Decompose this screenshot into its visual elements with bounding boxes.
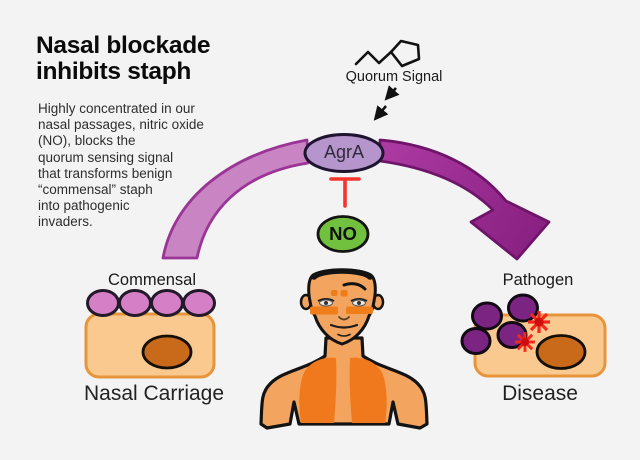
agra-node — [303, 133, 385, 173]
transformation-arrow-left — [161, 138, 310, 260]
signal-arrow-icon — [373, 85, 400, 121]
mouth — [329, 323, 359, 329]
lungs — [299, 357, 387, 423]
sinus-patches — [310, 290, 373, 315]
agra-label: AgrA — [323, 142, 365, 162]
commensal-cocci — [86, 289, 216, 317]
nose — [338, 316, 350, 321]
chin-line — [337, 333, 351, 337]
transformation-arrow-head — [378, 138, 551, 261]
no-label: NO — [329, 223, 357, 244]
cell-nucleus — [141, 334, 193, 370]
torso — [259, 336, 429, 430]
pathogen-cell — [460, 293, 607, 378]
hair — [311, 268, 373, 280]
inhibition-icon — [329, 177, 361, 208]
eyes — [317, 298, 368, 307]
damage-star-icon — [515, 332, 535, 352]
description-text: Highly concentrated in our nasal passage… — [38, 101, 204, 230]
human-figure — [259, 268, 429, 430]
hair-strand — [342, 282, 367, 291]
quorum-signal-label: Quorum Signal — [345, 69, 443, 85]
disease-caption: Disease — [502, 382, 578, 405]
commensal-cell — [84, 289, 216, 379]
commensal-label: Commensal — [107, 271, 197, 289]
nasal-carriage-caption: Nasal Carriage — [83, 382, 225, 405]
cell-nucleus — [535, 334, 587, 370]
no-node — [316, 215, 370, 253]
pathogen-label: Pathogen — [502, 271, 574, 289]
page-title: Nasal blockade inhibits staph — [36, 32, 211, 85]
damage-star-icon — [528, 311, 550, 333]
quorum-molecule-icon — [354, 39, 421, 68]
